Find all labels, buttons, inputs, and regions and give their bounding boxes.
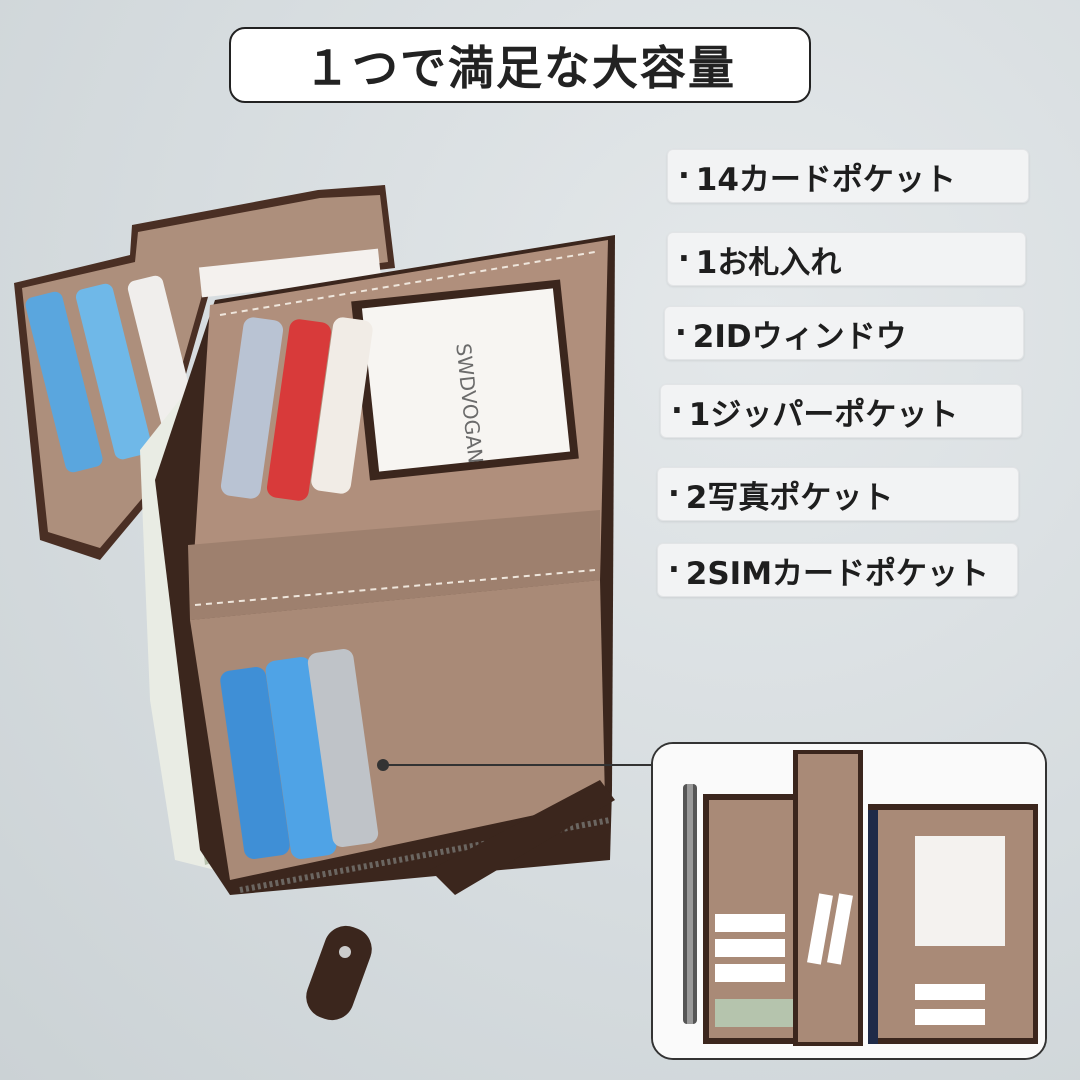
feature-label: 2SIMカードポケット — [685, 555, 990, 592]
feature-item-card-pockets: · 14カードポケット — [667, 149, 1029, 203]
bullet-icon: · — [678, 241, 690, 277]
bullet-icon: · — [668, 552, 680, 588]
feature-item-sim-pockets: · 2SIMカードポケット — [657, 543, 1018, 597]
detail-inset-photo — [651, 742, 1047, 1060]
bullet-icon: · — [675, 315, 687, 351]
feature-item-zipper-pocket: · 1ジッパーポケット — [660, 384, 1022, 438]
feature-label: 1ジッパーポケット — [688, 396, 959, 433]
feature-item-bill-slot: · 1お札入れ — [667, 232, 1026, 286]
page-title: １つで満足な大容量 — [229, 27, 811, 103]
feature-label: 2IDウィンドウ — [692, 318, 907, 355]
wallet-open-detail-image — [653, 744, 1045, 1058]
feature-label: 14カードポケット — [695, 161, 956, 198]
wallet-front-panel: SWDVOGAN — [155, 235, 615, 1021]
bullet-icon: · — [668, 476, 680, 512]
wallet-back-panel — [14, 185, 395, 560]
bullet-icon: · — [678, 158, 690, 194]
feature-label: 1お札入れ — [695, 244, 842, 281]
feature-item-id-window: · 2IDウィンドウ — [664, 306, 1024, 360]
feature-item-photo-pockets: · 2写真ポケット — [657, 467, 1019, 521]
bullet-icon: · — [671, 393, 683, 429]
feature-label: 2写真ポケット — [685, 479, 894, 516]
